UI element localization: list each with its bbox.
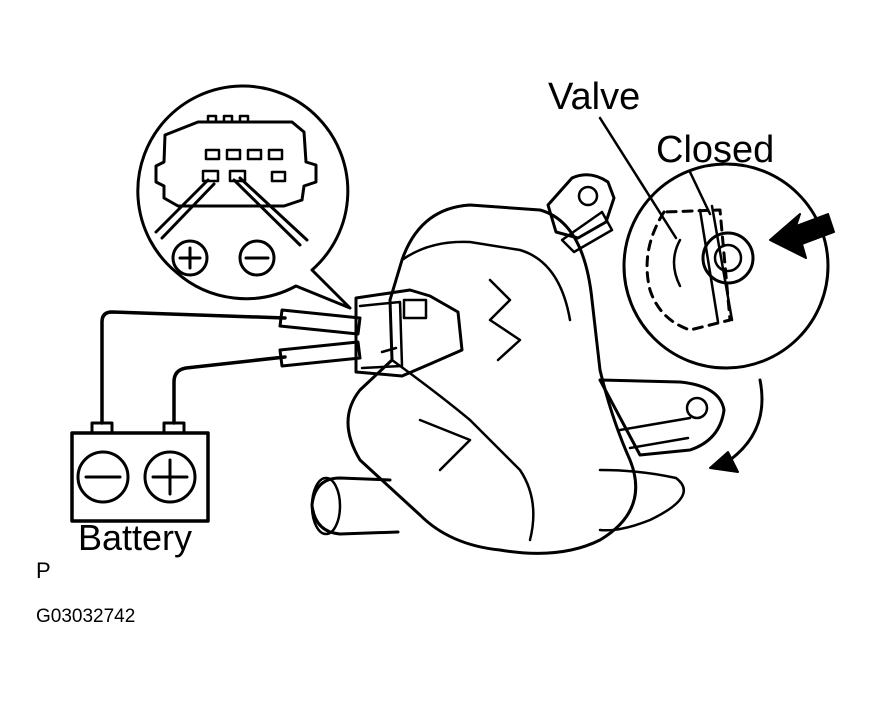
battery-case bbox=[70, 431, 210, 523]
minus-icon bbox=[76, 450, 130, 504]
negative-lead bbox=[100, 310, 287, 425]
mounting-tab-top bbox=[546, 173, 616, 240]
page-marker: P bbox=[36, 558, 51, 583]
rotation-arrow-icon bbox=[728, 378, 764, 462]
battery bbox=[70, 421, 210, 523]
test-leads bbox=[100, 308, 362, 425]
connector-callout bbox=[136, 84, 352, 310]
probe-upper bbox=[278, 308, 362, 336]
valve-shaft bbox=[701, 231, 755, 285]
housing-connector bbox=[354, 288, 464, 378]
valve-detail bbox=[598, 116, 835, 473]
callout-bubble bbox=[136, 84, 352, 310]
connector-face bbox=[154, 120, 318, 208]
closed-label: Closed bbox=[656, 129, 775, 171]
battery-label: Battery bbox=[78, 517, 193, 558]
minus-icon bbox=[238, 239, 276, 277]
valve-plate bbox=[645, 208, 732, 332]
inlet-pipe bbox=[310, 476, 400, 536]
plus-icon bbox=[171, 239, 209, 277]
valve-label: Valve bbox=[548, 76, 641, 118]
mounting-flange bbox=[598, 378, 726, 457]
plus-icon bbox=[143, 450, 197, 504]
closed-pointer bbox=[688, 170, 712, 216]
valve-body bbox=[310, 173, 726, 555]
motor-housing bbox=[346, 203, 638, 555]
arrow-icon bbox=[769, 213, 835, 259]
probe-lower bbox=[278, 340, 362, 368]
valve-pointer bbox=[598, 116, 678, 240]
bore-outline bbox=[622, 162, 830, 370]
figure-code: G03032742 bbox=[36, 606, 136, 627]
positive-lead bbox=[172, 355, 287, 425]
